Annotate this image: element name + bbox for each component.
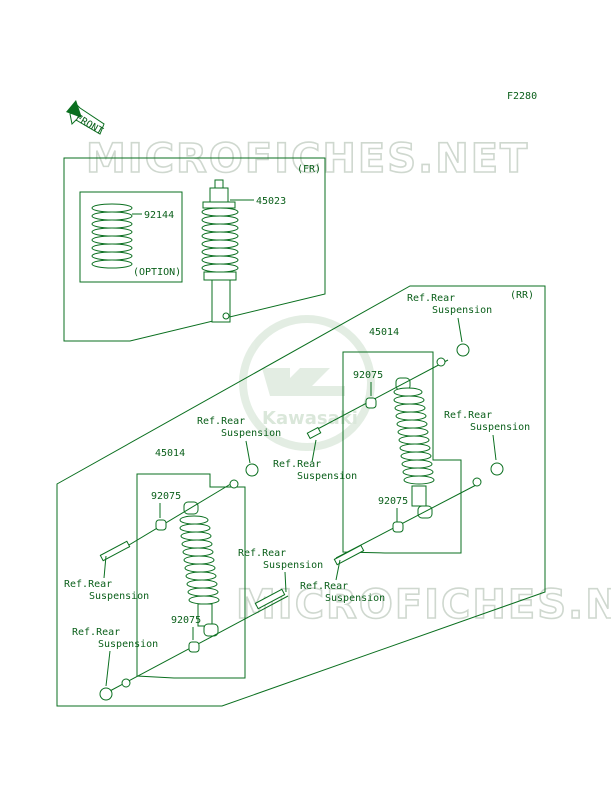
right-lower-bushing <box>392 521 404 533</box>
right-upper-bolt <box>306 426 322 440</box>
right-rear-shock-absorber <box>393 377 435 519</box>
bushing-part-number-4: 92075 <box>171 615 201 626</box>
left-upper-bolt <box>99 540 131 562</box>
option-spring <box>91 203 133 269</box>
spring-part-number: 92144 <box>144 210 174 221</box>
front-arrow-icon: FRONT <box>66 100 105 137</box>
ref-label-6-line1: Ref.Rear <box>300 581 348 592</box>
right-shock-part-number: 45014 <box>369 327 399 338</box>
left-upper-nut <box>245 463 259 477</box>
spring-option-box <box>79 191 183 283</box>
logo-text: Kawasaki <box>262 408 358 429</box>
ref-label-3-line2: Suspension <box>221 428 281 439</box>
right-upper-bushing <box>365 397 377 409</box>
left-rear-shock-absorber <box>179 501 220 637</box>
figure-code: F2280 <box>507 91 537 102</box>
bushing-part-number-1: 92075 <box>353 370 383 381</box>
ref-label-1-line1: Ref.Rear <box>407 293 455 304</box>
ref-label-2-line2: Suspension <box>470 422 530 433</box>
right-upper-nut <box>456 343 470 357</box>
ref-label-4-line1: Ref.Rear <box>273 459 321 470</box>
bushing-part-number-3: 92075 <box>151 491 181 502</box>
ref-label-2-line1: Ref.Rear <box>444 410 492 421</box>
ref-label-6-line2: Suspension <box>325 593 385 604</box>
left-lower-bolt <box>254 588 286 610</box>
ref-label-1-line2: Suspension <box>432 305 492 316</box>
ref-label-5-line2: Suspension <box>263 560 323 571</box>
front-shock-part-number: 45023 <box>256 196 286 207</box>
left-shock-part-number: 45014 <box>155 448 185 459</box>
ref-label-8-line2: Suspension <box>98 639 158 650</box>
rear-box-tag: (RR) <box>510 290 534 301</box>
left-lower-bushing <box>188 641 200 653</box>
spring-option-note: (OPTION) <box>133 267 181 278</box>
rear-shock-box: (RR) <box>56 285 546 707</box>
ref-label-7-line1: Ref.Rear <box>64 579 112 590</box>
front-shock-absorber <box>201 179 239 323</box>
ref-label-7-line2: Suspension <box>89 591 149 602</box>
watermark-bottom: MICROFICHES.NET <box>236 582 611 628</box>
ref-label-3-line1: Ref.Rear <box>197 416 245 427</box>
watermark-top: MICROFICHES.NET <box>86 136 529 182</box>
ref-label-5-line1: Ref.Rear <box>238 548 286 559</box>
left-lower-nut <box>99 687 113 701</box>
front-box-tag: (FR) <box>297 164 321 175</box>
right-lower-bolt <box>333 544 365 566</box>
ref-label-8-line1: Ref.Rear <box>72 627 120 638</box>
ref-label-4-line2: Suspension <box>297 471 357 482</box>
left-upper-bushing <box>155 519 167 531</box>
bushing-part-number-2: 92075 <box>378 496 408 507</box>
front-shock-box: (FR) 92144 (OPTION) <box>63 157 326 342</box>
right-lower-nut <box>490 462 504 476</box>
